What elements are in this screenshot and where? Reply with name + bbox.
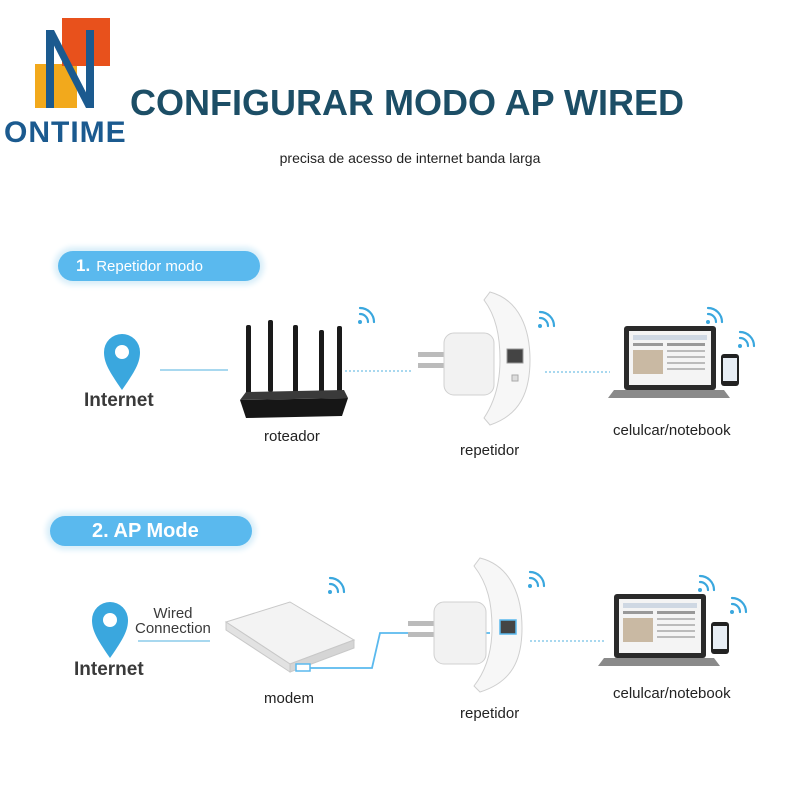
modem-label: modem <box>264 690 315 707</box>
laptop-icon <box>608 326 730 398</box>
wifi-signal-icon <box>358 306 376 324</box>
repeater-icon <box>408 557 523 693</box>
router-label: roteador <box>264 428 320 445</box>
location-pin-icon <box>92 602 128 658</box>
section-2-header: 2. AP Mode <box>50 516 252 546</box>
section-1-header: 1. Repetidor modo <box>58 251 260 281</box>
page-subtitle: precisa de acesso de internet banda larg… <box>279 150 541 166</box>
section-1-number: 1. <box>76 256 91 275</box>
wifi-signal-icon <box>730 596 748 614</box>
location-pin-icon <box>104 334 140 390</box>
wifi-signal-icon <box>738 330 756 348</box>
router-icon <box>240 320 348 418</box>
internet-label: Internet <box>84 390 154 411</box>
wired-label-line2: Connection <box>135 620 211 637</box>
page-title: CONFIGURAR MODO AP WIRED <box>130 82 684 123</box>
phone-icon <box>711 622 729 654</box>
wifi-signal-icon <box>328 576 346 594</box>
wifi-signal-icon <box>698 574 716 592</box>
laptop-icon <box>598 594 720 666</box>
repeater-icon <box>418 291 531 426</box>
modem-icon <box>224 601 356 673</box>
wifi-signal-icon <box>538 310 556 328</box>
brand-logo-mark <box>35 18 110 108</box>
repeater-label: repetidor <box>460 705 520 722</box>
phone-icon <box>721 354 739 386</box>
client-label: celulcar/notebook <box>613 422 731 439</box>
section-1-label: Repetidor modo <box>96 257 203 275</box>
wired-label-line1: Wired <box>153 605 193 622</box>
brand-name: ONTIME <box>4 116 127 149</box>
client-label: celulcar/notebook <box>613 685 731 702</box>
section-2-label: 2. AP Mode <box>92 519 199 542</box>
wifi-signal-icon <box>706 306 724 324</box>
wifi-signal-icon <box>528 570 546 588</box>
wired-connection-label: Wired Connection <box>135 606 211 636</box>
internet-label: Internet <box>74 659 144 680</box>
repeater-label: repetidor <box>460 442 520 459</box>
